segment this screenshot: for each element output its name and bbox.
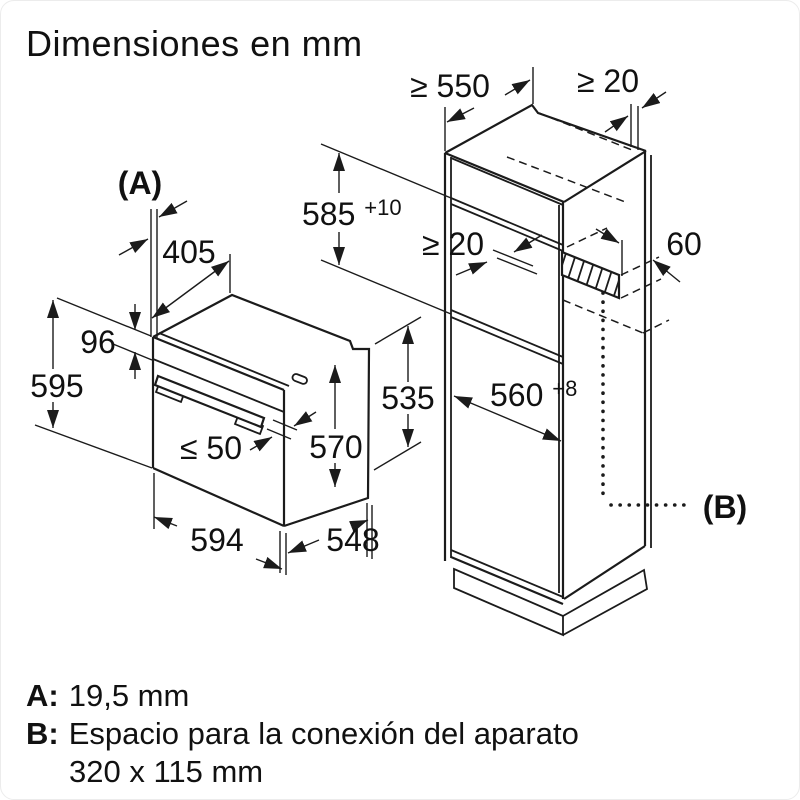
connection-area-strip: [560, 250, 621, 300]
niche-height-value: 585: [302, 196, 355, 232]
cabinet-dimension-lines: [333, 79, 681, 442]
oven-side-vent: [291, 373, 308, 385]
oven-extension-lines: [34, 209, 422, 575]
cabinet-hidden-edges: [506, 112, 670, 334]
dimension-labels: (A) 405 96 595 ≤ 50 570 535 594 548 ≥ 55…: [30, 63, 747, 558]
oven-dimension-lines: [47, 200, 414, 570]
legend-row-b: B: Espacio para la conexión del aparato: [26, 715, 579, 753]
oven-handle-bar: [153, 374, 266, 429]
page-title: Dimensiones en mm: [26, 23, 363, 64]
niche-width-tolerance: +8: [552, 376, 577, 401]
legend-key-a: A:: [26, 678, 59, 713]
cabinet-outline: [443, 103, 652, 637]
legend-row-a: A: 19,5 mm: [26, 677, 579, 715]
dim-label-cabinet-niche-width: 560 +8: [490, 376, 577, 413]
legend-key-b: B:: [26, 716, 59, 751]
connection-leader-dotted: [601, 291, 691, 507]
dim-label-oven-body-height: 535: [381, 380, 434, 416]
dim-label-cabinet-rear-recess: 60: [666, 226, 702, 262]
dim-label-cabinet-ref-b: (B): [703, 489, 747, 525]
cabinet-drawing: [320, 67, 691, 637]
dim-label-oven-width: 594: [190, 522, 243, 558]
legend-row-b-cont: 320 x 115 mm: [69, 753, 579, 791]
dim-label-cabinet-min-depth: ≥ 550: [410, 68, 490, 104]
legend-value-b-size: 320 x 115 mm: [69, 754, 264, 789]
dim-label-cabinet-mid-rear-gap: ≥ 20: [422, 226, 484, 262]
dim-label-oven-total-height: 595: [30, 368, 83, 404]
dim-label-oven-ref-a: (A): [118, 165, 162, 201]
dim-label-oven-panel-height: 96: [80, 324, 116, 360]
dim-label-oven-handle-protrusion: ≤ 50: [180, 430, 242, 466]
legend-value-a: 19,5 mm: [68, 678, 190, 713]
dim-label-oven-front-height: 570: [309, 429, 362, 465]
niche-height-tolerance: +10: [364, 195, 401, 220]
legend-value-b: Espacio para la conexión del aparato: [68, 716, 579, 751]
niche-width-value: 560: [490, 377, 543, 413]
legend: A: 19,5 mm B: Espacio para la conexión del…: [26, 677, 579, 791]
oven-drawing: [34, 200, 422, 575]
dim-label-oven-top-depth: 405: [162, 234, 215, 270]
dim-label-cabinet-niche-height: 585 +10: [302, 195, 402, 232]
dim-label-oven-body-depth: 548: [326, 522, 379, 558]
dim-label-cabinet-top-rear-gap: ≥ 20: [577, 63, 639, 99]
oven-outline: [151, 293, 371, 528]
